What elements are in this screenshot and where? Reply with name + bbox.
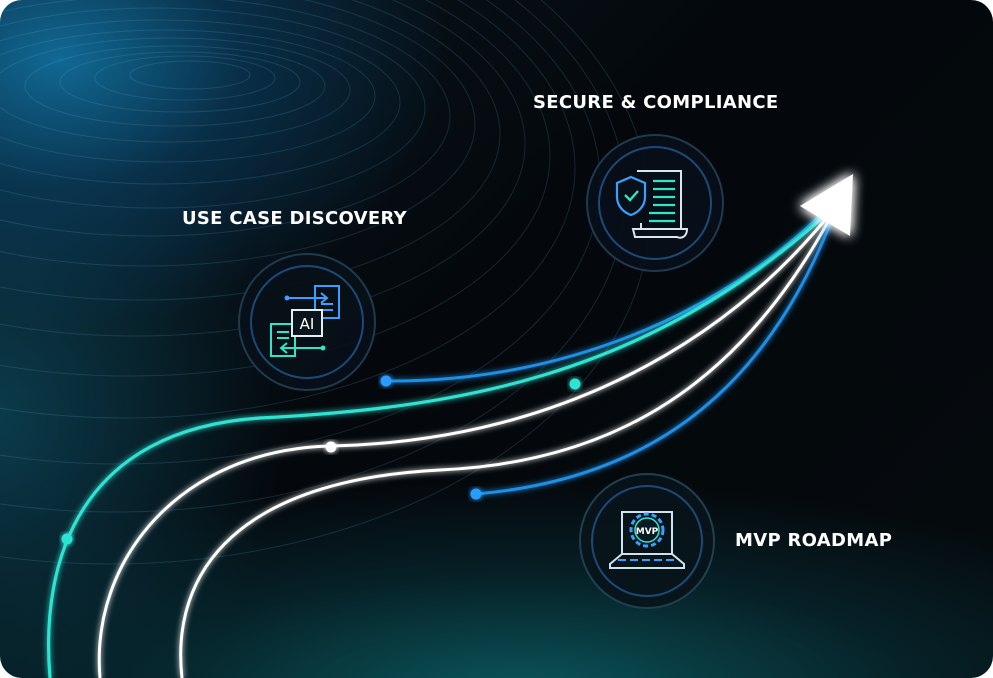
node-blue-upper (380, 375, 392, 387)
ai-workflow-icon: AI (238, 253, 376, 391)
blue-path-lower (475, 223, 832, 496)
shield-document-icon (586, 134, 724, 272)
teal-path (46, 216, 824, 678)
secure-compliance-label: SECURE & COMPLIANCE (533, 92, 779, 113)
node-teal-left (61, 533, 73, 545)
white-path-lower (179, 221, 830, 678)
mvp-laptop-icon: MVP (579, 473, 715, 609)
use-case-discovery-label: USE CASE DISCOVERY (182, 208, 407, 229)
node-teal-right (569, 378, 581, 390)
node-blue-lower (470, 488, 482, 500)
mvp-roadmap-label: MVP ROADMAP (735, 530, 893, 551)
arrow-head-icon (800, 174, 853, 236)
white-path-middle (97, 219, 827, 678)
blue-path-upper (385, 214, 822, 383)
node-white (325, 441, 337, 453)
ai-text: AI (300, 315, 315, 333)
mvp-text: MVP (636, 527, 659, 537)
